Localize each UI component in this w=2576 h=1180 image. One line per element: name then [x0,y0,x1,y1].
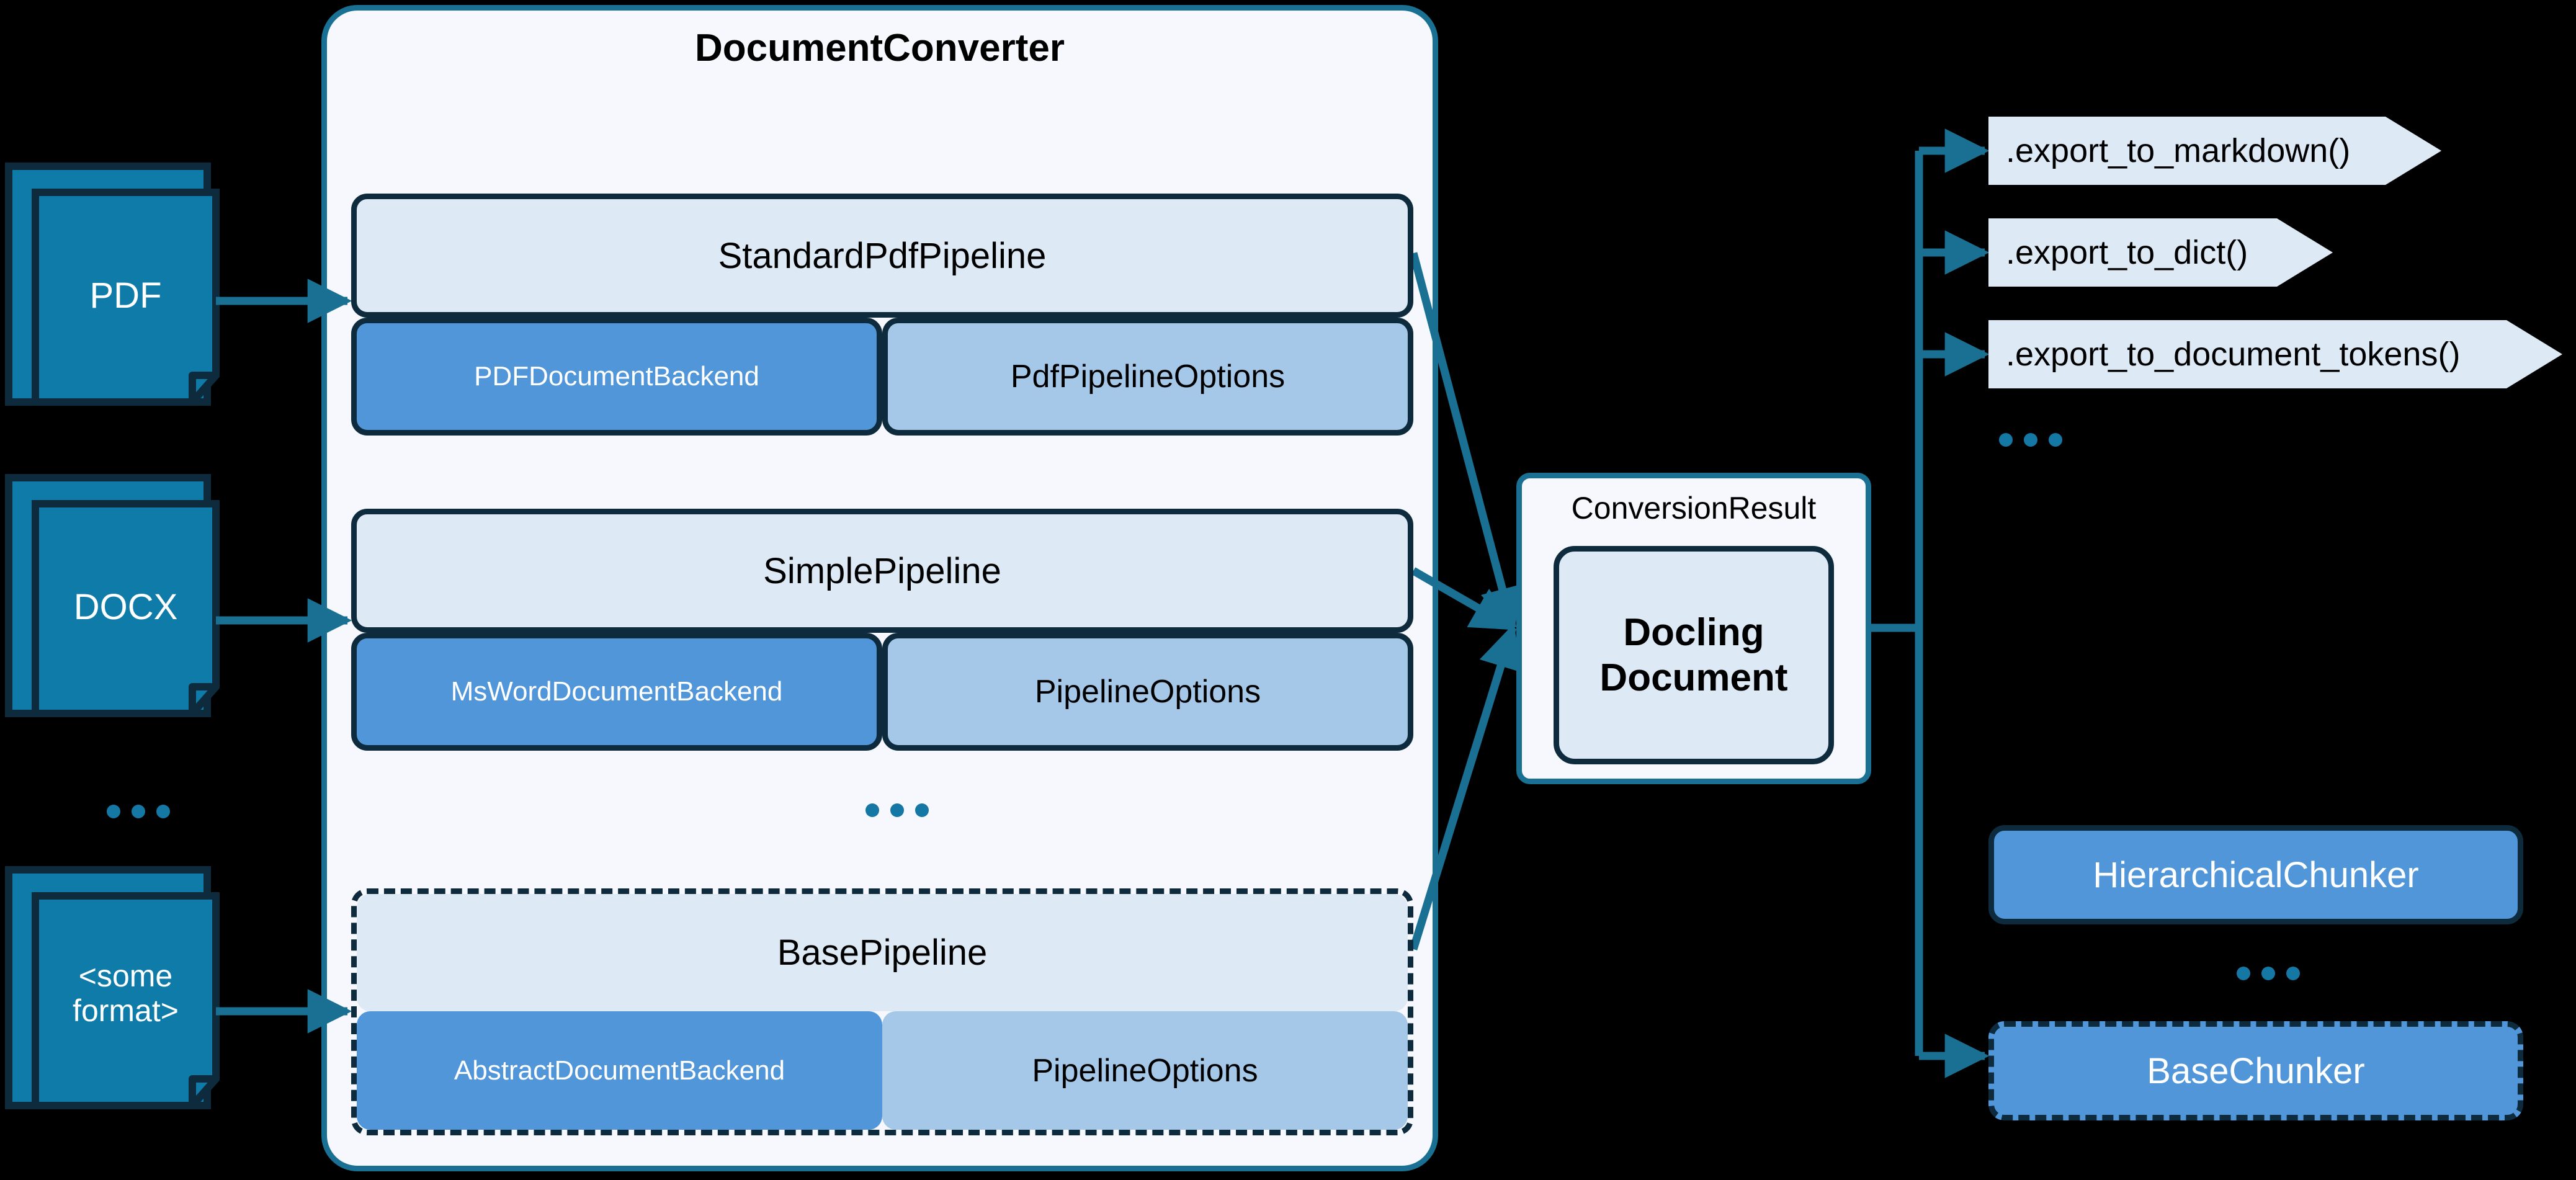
dot [890,803,904,817]
export-to-markdown-chevron[interactable]: .export_to_markdown() [1988,117,2441,185]
inputs-ellipsis [107,805,170,818]
conversion-result-label: ConversionResult [1571,491,1817,525]
pipeline-standard-pdf-label: StandardPdfPipeline [718,235,1047,276]
docx-document-icon [5,474,220,717]
pipeline-simple-options-label: PipelineOptions [1034,674,1261,710]
pipeline-standard-pdf-header[interactable]: StandardPdfPipeline [351,194,1413,318]
base-chunker-label: BaseChunker [2147,1050,2365,1091]
dot [156,805,170,818]
dot [2237,967,2250,980]
exports-ellipsis [1999,433,2062,447]
hierarchical-chunker-label: HierarchicalChunker [2093,854,2419,895]
export-to-dict-chevron[interactable]: .export_to_dict() [1988,218,2333,287]
docling-document-box[interactable]: Docling Document [1554,546,1834,764]
pipeline-simple-options[interactable]: PipelineOptions [882,633,1413,751]
export-to-document-tokens-chevron[interactable]: .export_to_document_tokens() [1988,320,2562,388]
dot [915,803,929,817]
pipeline-standard-pdf-options[interactable]: PdfPipelineOptions [882,318,1413,436]
converter-ellipsis [865,803,929,817]
pipeline-base-dashed-outline [351,888,1413,1135]
dot [865,803,879,817]
export-to-document-tokens-label: .export_to_document_tokens() [2006,336,2461,373]
dot [2261,967,2275,980]
pipeline-base-label: BasePipeline [777,932,988,973]
export-to-markdown-label: .export_to_markdown() [2006,132,2351,169]
pdf-document-icon [5,163,220,406]
dot [2024,433,2037,447]
pipeline-simple-label: SimplePipeline [763,550,1001,591]
hierarchical-chunker-box[interactable]: HierarchicalChunker [1988,825,2523,924]
pipeline-base-backend-label: AbstractDocumentBackend [454,1055,785,1086]
pipeline-base-backend[interactable]: AbstractDocumentBackend [357,1011,882,1130]
dot [132,805,145,818]
dot [1999,433,2013,447]
pipeline-base-options-label: PipelineOptions [1032,1052,1258,1089]
export-to-dict-label: .export_to_dict() [2006,234,2248,271]
pipeline-base-header[interactable]: BasePipeline [357,894,1408,1011]
base-chunker-box[interactable]: BaseChunker [1988,1021,2523,1120]
pipeline-standard-pdf-backend[interactable]: PDFDocumentBackend [351,318,882,436]
dot [2286,967,2300,980]
pipeline-simple-backend-label: MsWordDocumentBackend [450,676,783,707]
pipeline-simple-backend[interactable]: MsWordDocumentBackend [351,633,882,751]
some-format-document-icon [5,866,220,1109]
chunkers-ellipsis [2237,967,2300,980]
pipeline-standard-pdf-backend-label: PDFDocumentBackend [474,361,759,391]
pipeline-standard-pdf-options-label: PdfPipelineOptions [1010,359,1286,395]
dot [2049,433,2062,447]
pipeline-base-options[interactable]: PipelineOptions [882,1011,1408,1130]
document-converter-title: DocumentConverter [695,27,1065,69]
pipeline-simple-header[interactable]: SimplePipeline [351,509,1413,633]
dot [107,805,120,818]
